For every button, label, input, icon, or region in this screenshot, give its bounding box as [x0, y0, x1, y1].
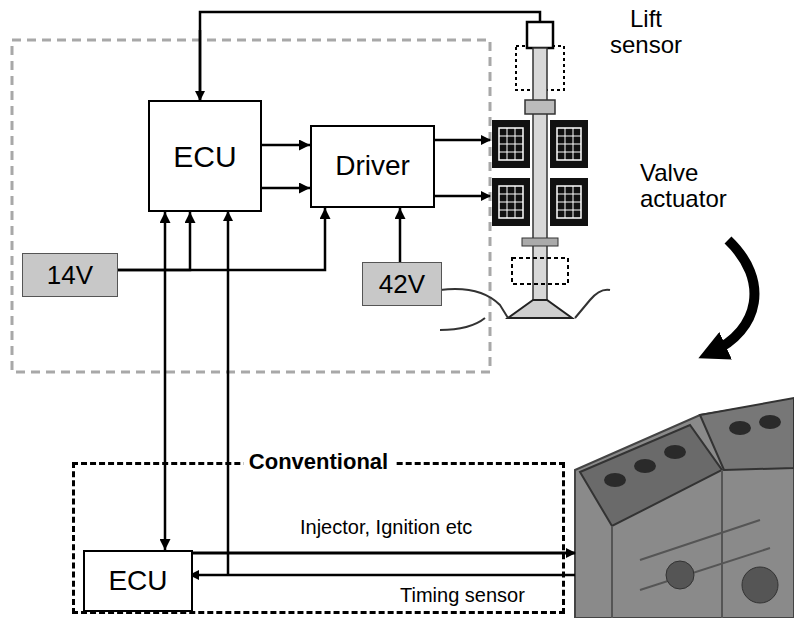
ecu-box: ECU — [148, 100, 262, 212]
feedback-wire — [200, 12, 540, 100]
driver-box: Driver — [310, 125, 435, 208]
group-outline — [12, 40, 490, 372]
port — [604, 473, 626, 487]
coil-grid — [499, 186, 581, 218]
signal-label: Injector, Ignition etc — [300, 516, 540, 538]
signal-arrow — [262, 187, 310, 190]
feedback-arrow — [199, 30, 202, 100]
box-label: 14V — [47, 261, 93, 290]
port-outline — [440, 289, 610, 330]
box-label: ECU — [108, 566, 167, 597]
armature — [525, 100, 555, 114]
group-heading: Conventional — [243, 450, 394, 474]
port — [664, 445, 686, 459]
box-label: 42V — [379, 270, 425, 299]
signal-arrow — [118, 212, 190, 270]
timing-wire — [227, 212, 230, 575]
signal-arrow — [262, 144, 310, 147]
supply-box: 14V — [22, 253, 118, 297]
spring-seat — [522, 238, 558, 246]
cylinder-head — [700, 398, 794, 470]
coil-upper — [492, 120, 588, 168]
coil-wire — [435, 139, 490, 142]
box-label: ECU — [173, 140, 236, 173]
ecu-box: ECU — [83, 550, 193, 612]
pulley — [742, 567, 778, 603]
valve-actuator-figure — [440, 22, 610, 330]
signal-arrow — [118, 208, 325, 270]
engine-figure — [575, 398, 794, 618]
signal-arrow — [399, 208, 402, 262]
lift-sensor-symbol — [527, 22, 553, 48]
port — [729, 421, 751, 435]
part-label: Valve actuator — [640, 160, 780, 213]
coil-lower — [492, 178, 588, 226]
valve-head — [508, 300, 572, 318]
coil-wire — [435, 195, 490, 198]
port — [634, 459, 656, 473]
supply-box: 42V — [362, 262, 442, 306]
signal-arrow — [164, 212, 167, 550]
box-label: Driver — [335, 151, 410, 182]
cylinder-head — [580, 425, 722, 526]
part-label: Lift sensor — [598, 6, 694, 59]
valve-stem — [533, 48, 547, 310]
timing-wire — [190, 574, 575, 577]
signal-label: Timing sensor — [400, 584, 560, 606]
curved-arrow — [712, 240, 754, 352]
port — [759, 415, 781, 429]
coil-grid — [499, 128, 581, 160]
pulley — [666, 561, 694, 589]
valve-guide — [512, 258, 568, 284]
injector-wire — [190, 552, 575, 555]
